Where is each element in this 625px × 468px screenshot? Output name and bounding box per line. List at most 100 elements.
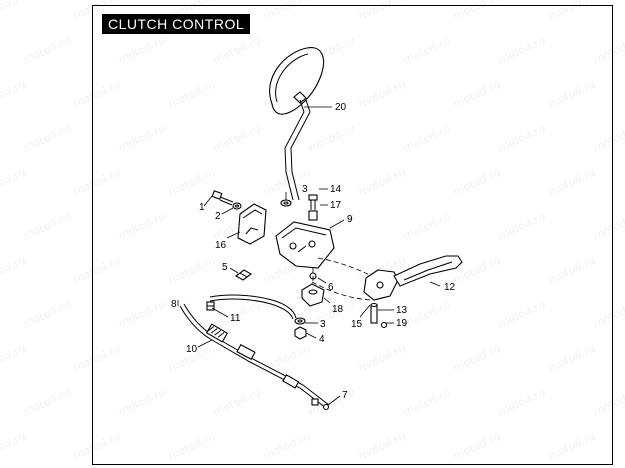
nut [294, 326, 307, 340]
washer [280, 199, 292, 207]
watermark-text: motod.ru [496, 386, 547, 419]
mirror [269, 47, 325, 115]
watermark-text: motod.ru [546, 0, 597, 23]
pivot-pin [308, 194, 318, 210]
lever-bracket [275, 221, 335, 269]
retaining-ring [380, 321, 388, 329]
watermark-text: motod.ru [211, 122, 262, 155]
watermark-text: motod.ru [591, 298, 625, 331]
watermark-text: motod.ru [306, 122, 357, 155]
watermark-text: motod.ru [591, 122, 625, 155]
watermark-text: motod.ru [21, 122, 72, 155]
watermark-text: motod.ru [166, 78, 217, 111]
watermark-text: motod.ru [71, 430, 122, 463]
watermark-text: motod.ru [401, 210, 452, 243]
watermark-text: motod.ru [451, 0, 502, 23]
watermark-text: motod.ru [401, 122, 452, 155]
callout-12: 12 [444, 282, 456, 293]
spacer [308, 210, 318, 221]
watermark-text: motod.ru [116, 386, 167, 419]
watermark-text: motod.ru [496, 298, 547, 331]
cable-boot [236, 343, 256, 361]
watermark-text: motod.ru [451, 430, 502, 463]
callout-2: 2 [215, 211, 221, 222]
watermark-text: motod.ru [0, 78, 27, 111]
clutch-lever [363, 255, 463, 301]
diagram-title: CLUTCH CONTROL [102, 14, 251, 34]
screw [211, 190, 234, 206]
watermark-text: motod.ru [401, 34, 452, 67]
watermark-text: motod.ru [261, 342, 312, 375]
watermark-text: motod.ru [211, 386, 262, 419]
adjuster-nut [206, 301, 215, 311]
watermark-text: motod.ru [71, 78, 122, 111]
alignment-line [317, 257, 373, 277]
watermark-text: motod.ru [116, 34, 167, 67]
callout-13: 13 [396, 305, 408, 316]
watermark-text: motod.ru [261, 0, 312, 23]
watermark-text: motod.ru [356, 430, 407, 463]
watermark-text: motod.ru [116, 210, 167, 243]
callout-16: 16 [215, 240, 227, 251]
watermark-text: motod.ru [401, 386, 452, 419]
watermark-text: motod.ru [166, 166, 217, 199]
callout-9: 9 [347, 214, 353, 225]
diagram-frame [92, 5, 613, 465]
washer [294, 317, 306, 325]
mirror-stem [284, 99, 311, 201]
watermark-text: motod.ru [546, 254, 597, 287]
callout-11: 11 [230, 313, 241, 324]
watermark-text: motod.ru [356, 78, 407, 111]
watermark-text: motod.ru [21, 210, 72, 243]
watermark-text: motod.ru [0, 254, 27, 287]
washer [232, 202, 242, 210]
watermark-text: motod.ru [496, 122, 547, 155]
watermark-text: motod.ru [451, 342, 502, 375]
watermark-text: motod.ru [401, 298, 452, 331]
watermark-text: motod.ru [591, 386, 625, 419]
watermark-text: motod.ru [496, 210, 547, 243]
watermark-text: motod.ru [591, 210, 625, 243]
callout-17: 17 [330, 200, 342, 211]
watermark-text: motod.ru [496, 34, 547, 67]
lever-pin [370, 302, 378, 324]
callout-7: 7 [342, 390, 348, 401]
watermark-text: motod.ru [0, 166, 27, 199]
watermark-text: motod.ru [116, 298, 167, 331]
callout-5: 5 [222, 262, 228, 273]
callout-18: 18 [332, 304, 344, 315]
watermark-text: motod.ru [546, 342, 597, 375]
watermark-text: motod.ru [0, 342, 27, 375]
callout-3-bottom: 3 [320, 319, 326, 330]
watermark-text: motod.ru [0, 430, 27, 463]
callout-6: 6 [328, 282, 334, 293]
watermark-text: motod.ru [451, 78, 502, 111]
leader-lines [177, 106, 441, 406]
watermark-text: motod.ru [451, 166, 502, 199]
watermark-text: motod.ru [546, 430, 597, 463]
callout-10: 10 [186, 344, 198, 355]
watermark-text: motod.ru [591, 34, 625, 67]
watermark-text: motod.ru [71, 342, 122, 375]
callout-14: 14 [330, 184, 342, 195]
callout-15: 15 [351, 319, 363, 330]
watermark-text: motod.ru [116, 122, 167, 155]
watermark-text: motod.ru [0, 0, 27, 23]
watermark-text: motod.ru [546, 78, 597, 111]
callout-19: 19 [396, 318, 408, 329]
watermark-text: motod.ru [166, 254, 217, 287]
watermark-text: motod.ru [166, 430, 217, 463]
watermark-text: motod.ru [546, 166, 597, 199]
watermark-text: motod.ru [21, 34, 72, 67]
clip [235, 269, 252, 281]
watermark-text: motod.ru [356, 0, 407, 23]
cable-adjuster [205, 323, 229, 343]
switch-block [301, 283, 325, 307]
clamp [237, 203, 267, 245]
callout-20: 20 [335, 102, 347, 113]
callout-4: 4 [319, 334, 325, 345]
watermark-text: motod.ru [356, 342, 407, 375]
cable-end [282, 374, 330, 411]
